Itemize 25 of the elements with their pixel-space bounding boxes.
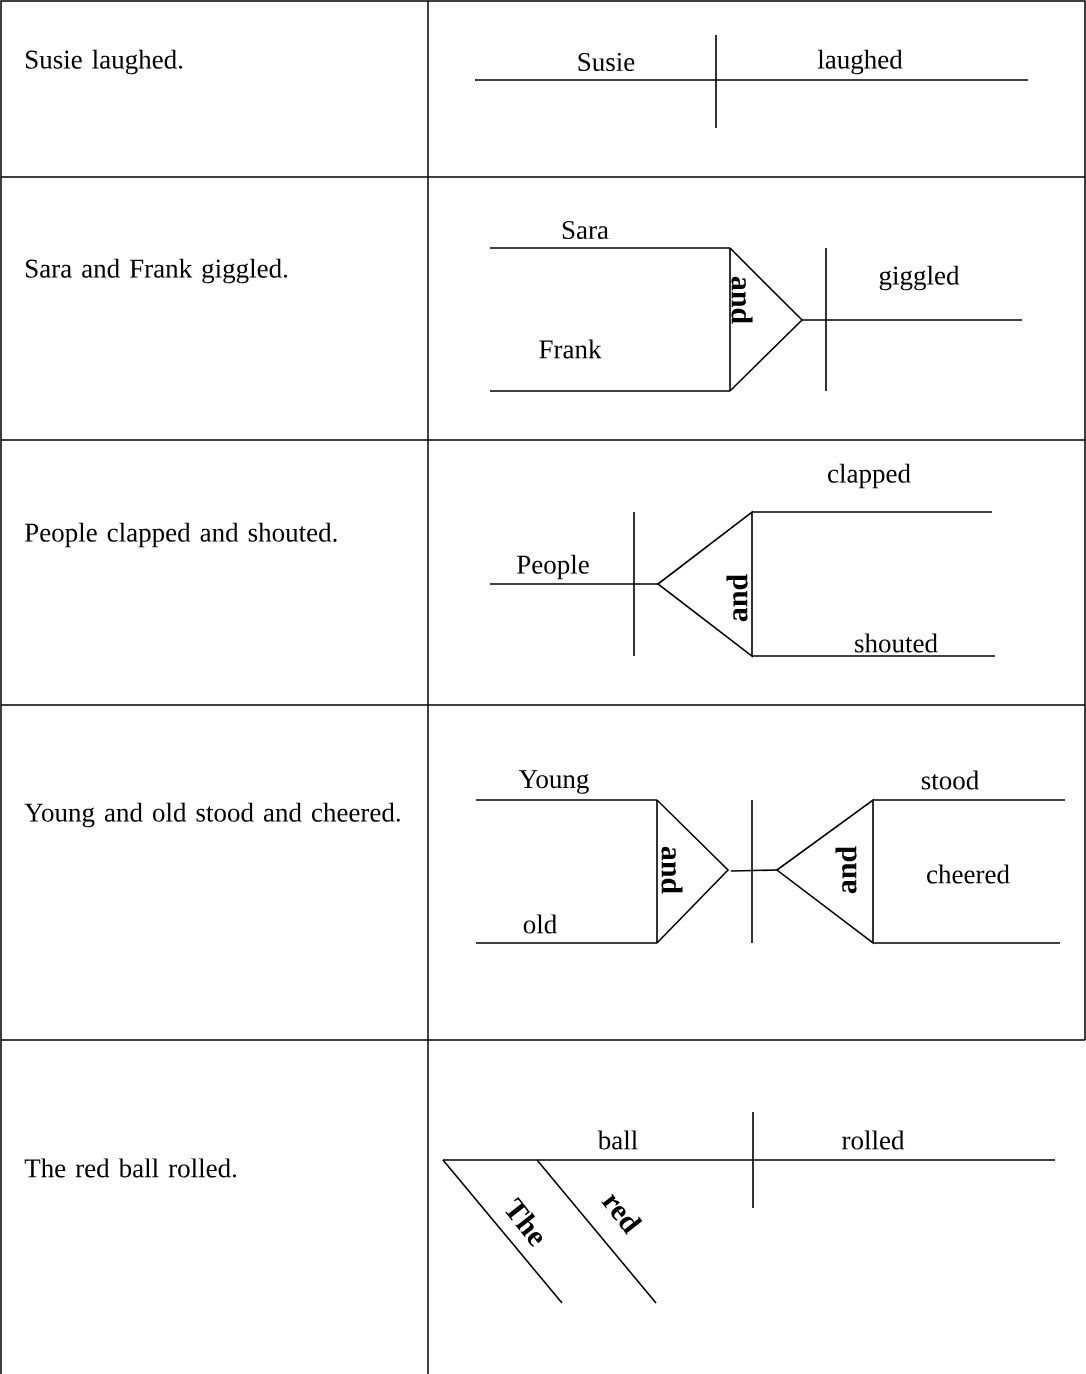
- diagram-word: laughed: [817, 49, 903, 75]
- sentence-text: Young and old stood and cheered.: [24, 802, 400, 828]
- diagram-word: rolled: [842, 1130, 905, 1150]
- diagram-word: Sara: [562, 220, 609, 240]
- diagram-word: ball: [597, 1130, 638, 1150]
- rotated-word: and: [835, 846, 857, 894]
- sentence-text: People clapped and shouted.: [25, 522, 337, 548]
- diagram-word: cheered: [927, 864, 1010, 884]
- rotated-word: and: [726, 574, 748, 622]
- diagram-word: shouted: [855, 633, 938, 653]
- sentence-text: Sara and Frank giggled.: [26, 258, 288, 284]
- rotated-word: and: [661, 846, 683, 894]
- diagram-word: stood: [921, 770, 979, 790]
- rotated-word: and: [731, 276, 753, 324]
- diagram-word: Young: [518, 770, 589, 794]
- sentence-text: Susie laughed.: [26, 49, 183, 75]
- diagram-word: clapped: [828, 463, 911, 489]
- sentence-text: The red ball rolled.: [24, 1158, 237, 1178]
- diagram-word: giggled: [879, 265, 960, 291]
- diagram-word: Frank: [539, 339, 602, 359]
- rotated-word: red: [601, 1193, 643, 1235]
- diagram-word: People: [517, 554, 589, 580]
- diagram-word: old: [523, 914, 557, 934]
- rotated-word: The: [505, 1196, 543, 1247]
- diagram-word: Susie: [578, 52, 635, 72]
